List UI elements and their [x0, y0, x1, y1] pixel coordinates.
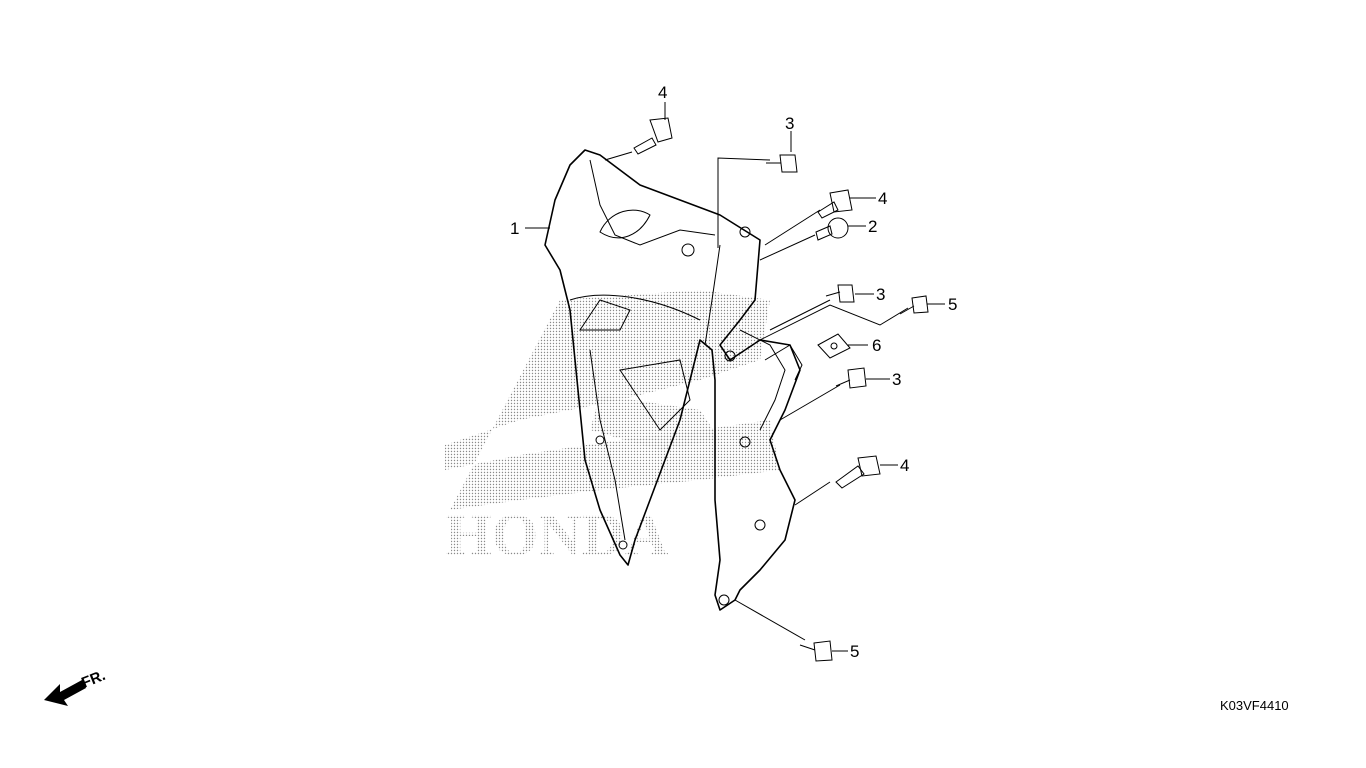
callout-3-lower: 3 — [892, 370, 901, 389]
front-direction-arrow-icon — [44, 680, 86, 706]
clip-2 — [815, 217, 849, 241]
bolt-4-middle — [817, 189, 853, 219]
callout-5-upper: 5 — [948, 295, 957, 314]
leader-lines — [525, 102, 945, 652]
callout-3-middle: 3 — [876, 285, 885, 304]
screw-3-top — [766, 154, 798, 173]
callout-2: 2 — [868, 217, 877, 236]
callout-5-lower: 5 — [850, 642, 859, 661]
honda-wing-watermark-icon — [445, 290, 780, 510]
callout-1: 1 — [510, 219, 519, 238]
screw-5-upper — [899, 295, 929, 315]
watermark-text: HONDA — [445, 502, 668, 568]
front-direction-label: FR. — [79, 667, 108, 692]
bolt-4-lower — [835, 455, 881, 489]
screw-3-lower — [835, 367, 867, 389]
diagram-code: K03VF4410 — [1220, 698, 1289, 713]
callout-4-middle: 4 — [878, 189, 887, 208]
nut-6 — [817, 333, 851, 359]
screw-5-lower — [799, 640, 833, 662]
screw-3-middle — [825, 284, 855, 303]
inner-cover-part — [544, 149, 803, 611]
callout-3-top: 3 — [785, 114, 794, 133]
callout-6: 6 — [872, 336, 881, 355]
callout-4-lower: 4 — [900, 456, 909, 475]
callout-4-top: 4 — [658, 83, 667, 102]
bolt-4-top — [633, 117, 673, 155]
